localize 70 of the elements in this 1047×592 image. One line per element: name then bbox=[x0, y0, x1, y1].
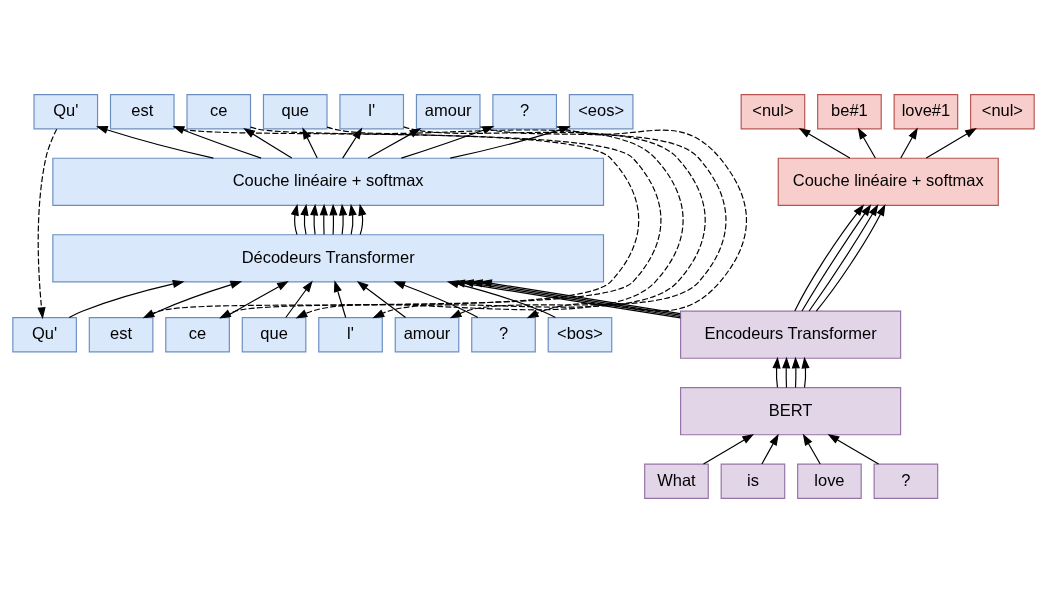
node-box: Décodeurs Transformer bbox=[52, 233, 605, 282]
node-box: Qu' bbox=[12, 316, 77, 352]
arrow bbox=[358, 203, 367, 235]
arrow bbox=[925, 127, 977, 159]
node-box: ce bbox=[186, 93, 252, 129]
node-box: amour bbox=[415, 93, 481, 129]
arrow bbox=[798, 127, 851, 159]
arrow bbox=[300, 203, 309, 235]
arrow bbox=[400, 125, 495, 159]
arrow bbox=[815, 203, 886, 312]
node-box: que bbox=[241, 316, 307, 352]
node-box: ? bbox=[873, 463, 939, 499]
arrow bbox=[782, 356, 791, 388]
arrow bbox=[857, 126, 876, 159]
arrow bbox=[96, 125, 214, 159]
node-box: Couche linéaire + softmax bbox=[52, 157, 605, 206]
arrow bbox=[900, 126, 918, 159]
node-box: <eos> bbox=[568, 93, 634, 129]
arrow bbox=[333, 279, 347, 318]
arrow bbox=[827, 433, 880, 465]
arrow bbox=[342, 126, 363, 159]
node-box: is bbox=[720, 463, 786, 499]
arrow bbox=[761, 433, 779, 465]
arrow bbox=[285, 280, 313, 318]
node-box: love#1 bbox=[893, 93, 959, 129]
arrow bbox=[526, 125, 748, 318]
node-box: <nul> bbox=[970, 93, 1035, 129]
node-box: est bbox=[88, 316, 154, 352]
node-box: l' bbox=[339, 93, 405, 129]
arrow bbox=[348, 203, 357, 235]
arrow bbox=[172, 125, 262, 159]
node-box: What bbox=[644, 463, 709, 499]
arrow bbox=[223, 280, 289, 318]
arrow bbox=[772, 356, 781, 388]
node-box: love bbox=[797, 463, 862, 499]
node-box: que bbox=[262, 93, 328, 129]
arrow bbox=[290, 203, 299, 235]
arrow bbox=[310, 203, 319, 235]
arrow bbox=[319, 203, 328, 235]
arrow bbox=[801, 203, 872, 312]
arrow bbox=[801, 356, 810, 388]
node-box: amour bbox=[394, 316, 460, 352]
node-box: Qu' bbox=[33, 93, 99, 129]
arrow bbox=[329, 203, 338, 235]
node-box: Encodeurs Transformer bbox=[680, 310, 902, 359]
arrow bbox=[339, 203, 348, 235]
arrow bbox=[791, 356, 800, 388]
node-box: be#1 bbox=[817, 93, 882, 129]
arrow bbox=[367, 127, 422, 159]
arrow bbox=[302, 126, 318, 159]
arrow bbox=[808, 203, 879, 312]
node-box: ? bbox=[492, 93, 558, 129]
arrow bbox=[372, 125, 706, 318]
node-box: l' bbox=[318, 316, 383, 352]
arrow bbox=[802, 433, 821, 465]
node-box: <nul> bbox=[740, 93, 806, 129]
node-box: Couche linéaire + softmax bbox=[777, 157, 999, 206]
arrow bbox=[37, 128, 58, 319]
node-box: ? bbox=[471, 316, 536, 352]
arrow bbox=[449, 125, 571, 159]
node-box: ce bbox=[165, 316, 230, 352]
node-box: BERT bbox=[680, 386, 902, 435]
arrow bbox=[356, 280, 407, 318]
node-box: est bbox=[109, 93, 175, 129]
arrow bbox=[449, 125, 727, 318]
arrow bbox=[794, 203, 865, 312]
arrow bbox=[295, 126, 684, 318]
node-box: <bos> bbox=[547, 316, 613, 352]
arrow bbox=[243, 127, 293, 159]
arrow bbox=[702, 433, 755, 465]
